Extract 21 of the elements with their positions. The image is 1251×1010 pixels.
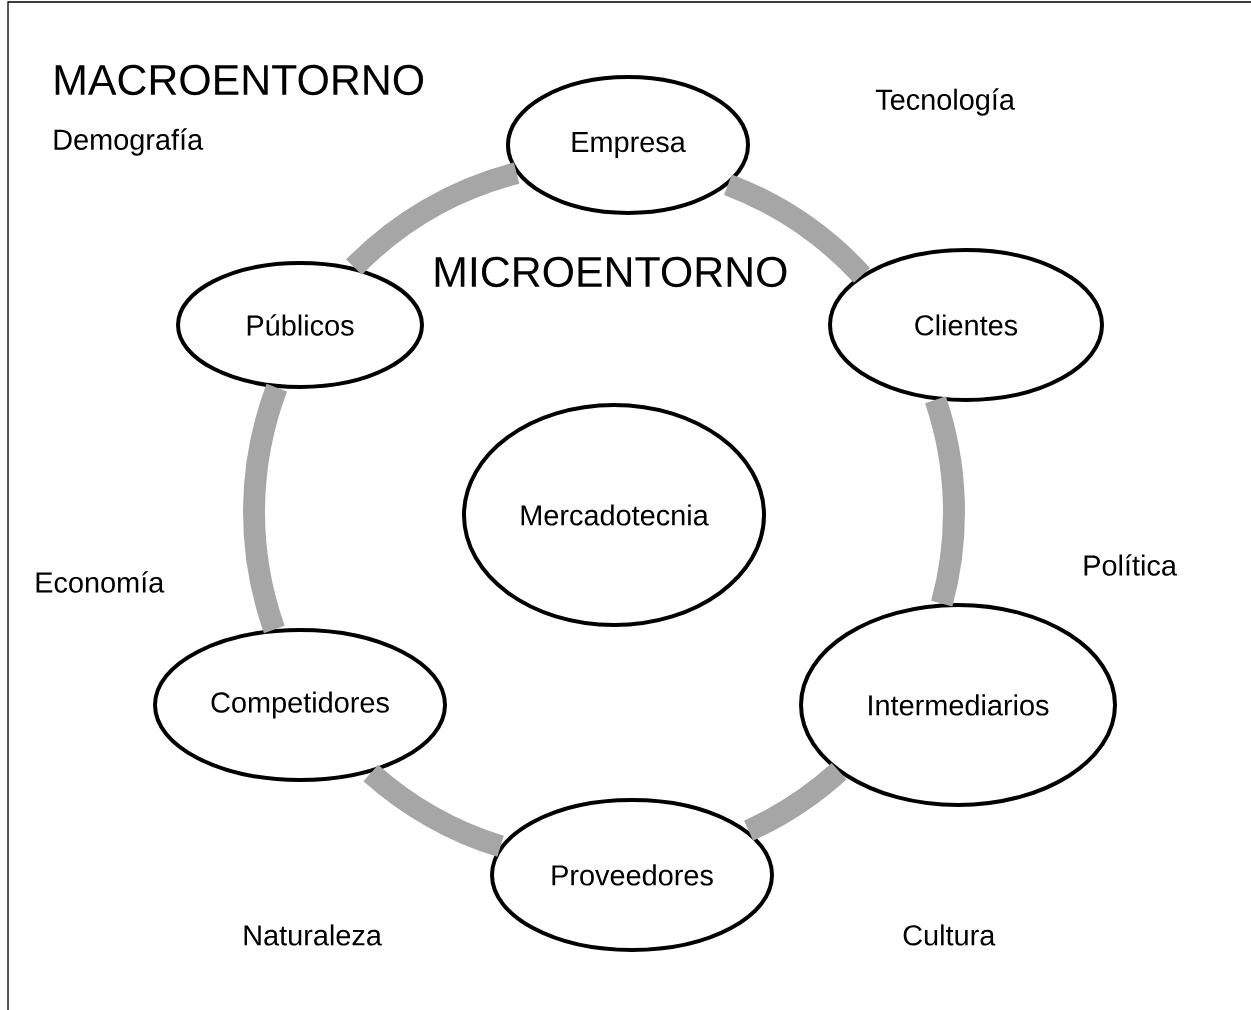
ring-segment xyxy=(924,396,965,607)
ellipse-node: Públicos xyxy=(176,261,424,389)
ellipse-node: Intermediarios xyxy=(799,603,1117,807)
ring-segment xyxy=(363,764,504,857)
ellipse-node: Competidores xyxy=(153,628,447,782)
area-label: Demografía xyxy=(54,128,204,156)
ellipse-node: Clientes xyxy=(828,248,1104,402)
area-label: MICROENTORNO xyxy=(435,256,787,288)
area-label: Naturaleza xyxy=(244,924,382,946)
area-label: Cultura xyxy=(903,924,996,946)
area-label: Política xyxy=(1084,554,1177,576)
ring-segment xyxy=(723,174,870,284)
ring-segment xyxy=(243,384,288,633)
ellipse-node: Empresa xyxy=(506,75,750,215)
area-label: Tecnología xyxy=(875,88,1015,116)
area-label: MACROENTORNO xyxy=(55,64,424,96)
area-label: Economía xyxy=(36,571,165,593)
ellipse-node: Mercadotecnia xyxy=(462,403,766,627)
ring-segment xyxy=(346,162,520,275)
ellipse-node: Proveedores xyxy=(490,798,774,952)
ring-segment xyxy=(743,763,847,841)
